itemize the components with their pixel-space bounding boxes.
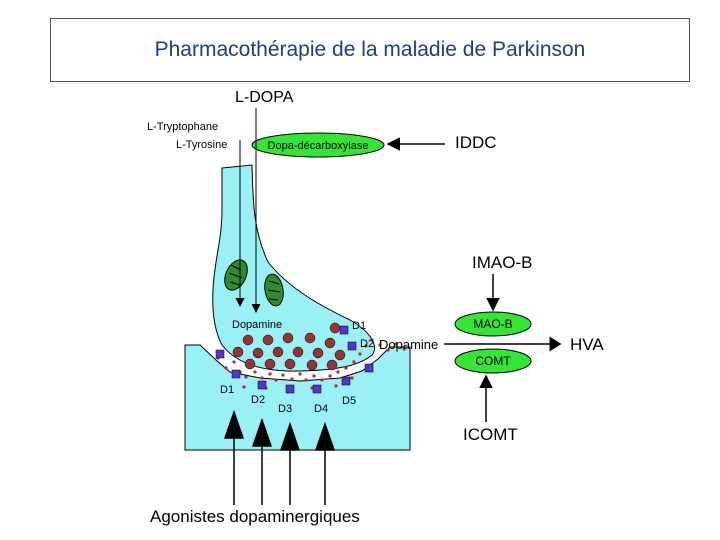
title-box: Pharmacothérapie de la maladie de Parkin…	[50, 18, 690, 82]
agonists-label: Agonistes dopaminergiques	[150, 507, 360, 526]
imaob-label: IMAO-B	[472, 253, 532, 272]
enzyme-label: Dopa-décarboxylase	[268, 140, 369, 152]
receptor-d2-pre	[347, 341, 357, 351]
iddc-label: IDDC	[455, 133, 497, 152]
d3-label: D3	[278, 403, 292, 415]
receptor-right	[364, 363, 374, 373]
page-title: Pharmacothérapie de la maladie de Parkin…	[154, 38, 586, 61]
d4-label: D4	[314, 403, 328, 415]
receptor-d1-pre	[339, 325, 349, 335]
d2-post-label: D2	[251, 394, 265, 406]
d2-pre-label: D2	[360, 338, 374, 350]
comt-label: COMT	[475, 354, 511, 368]
hva-label: HVA	[570, 335, 604, 354]
icomt-label: ICOMT	[463, 425, 518, 444]
ldopa-label: L-DOPA	[235, 89, 294, 106]
postsynaptic-neuron	[184, 344, 411, 451]
receptor-d4	[312, 384, 322, 394]
comt-enzyme	[454, 348, 532, 374]
receptor-d2-post	[257, 380, 267, 390]
mitochondria	[224, 259, 284, 307]
receptor-mid-left	[215, 349, 225, 359]
receptor-d3	[285, 384, 295, 394]
synaptic-vesicles	[232, 322, 346, 371]
d1-post-label: D1	[220, 384, 234, 396]
presynaptic-neuron	[212, 164, 375, 372]
receptor-d5	[341, 376, 351, 386]
maob-label: MAO-B	[473, 317, 512, 331]
maob-enzyme	[454, 311, 532, 337]
dopa-decarboxylase-enzyme	[251, 132, 385, 158]
d5-label: D5	[342, 395, 356, 407]
dopamine-cleft-label: Dopamine	[379, 337, 438, 352]
d1-pre-label: D1	[352, 320, 366, 332]
tryptophane-label: L-Tryptophane	[147, 121, 218, 133]
receptors	[215, 325, 374, 394]
receptor-d1-post	[231, 369, 241, 379]
dopamine-vesicle-label: Dopamine	[232, 319, 282, 331]
agonist-arrows	[223, 409, 336, 505]
tyrosine-label: L-Tyrosine	[176, 139, 227, 151]
